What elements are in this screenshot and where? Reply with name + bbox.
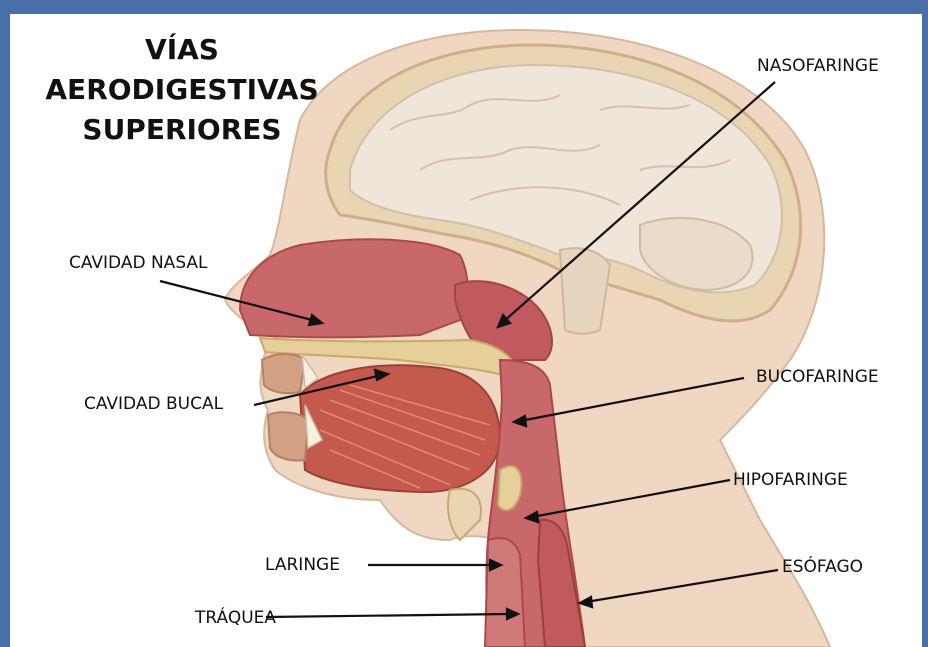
label-laringe: LARINGE (265, 555, 340, 575)
diagram-title: VÍAS AERODIGESTIVAS SUPERIORES (32, 30, 332, 150)
label-traquea: TRÁQUEA (195, 608, 276, 628)
tongue (300, 365, 500, 492)
nasal-cavity (240, 239, 468, 337)
label-bucofaringe: BUCOFARINGE (756, 367, 879, 387)
label-cavidad-bucal: CAVIDAD BUCAL (84, 394, 223, 414)
trachea (485, 538, 525, 647)
upper-lip (262, 354, 305, 393)
label-hipofaringe: HIPOFARINGE (733, 470, 848, 490)
title-line-2: AERODIGESTIVAS (32, 70, 332, 110)
label-nasofaringe: NASOFARINGE (757, 56, 879, 76)
label-cavidad-nasal: CAVIDAD NASAL (69, 253, 208, 273)
lower-lip (268, 412, 308, 460)
arrow-traquea (266, 614, 512, 617)
title-line-1: VÍAS (32, 30, 332, 70)
label-esofago: ESÓFAGO (782, 557, 863, 577)
title-line-3: SUPERIORES (32, 110, 332, 150)
